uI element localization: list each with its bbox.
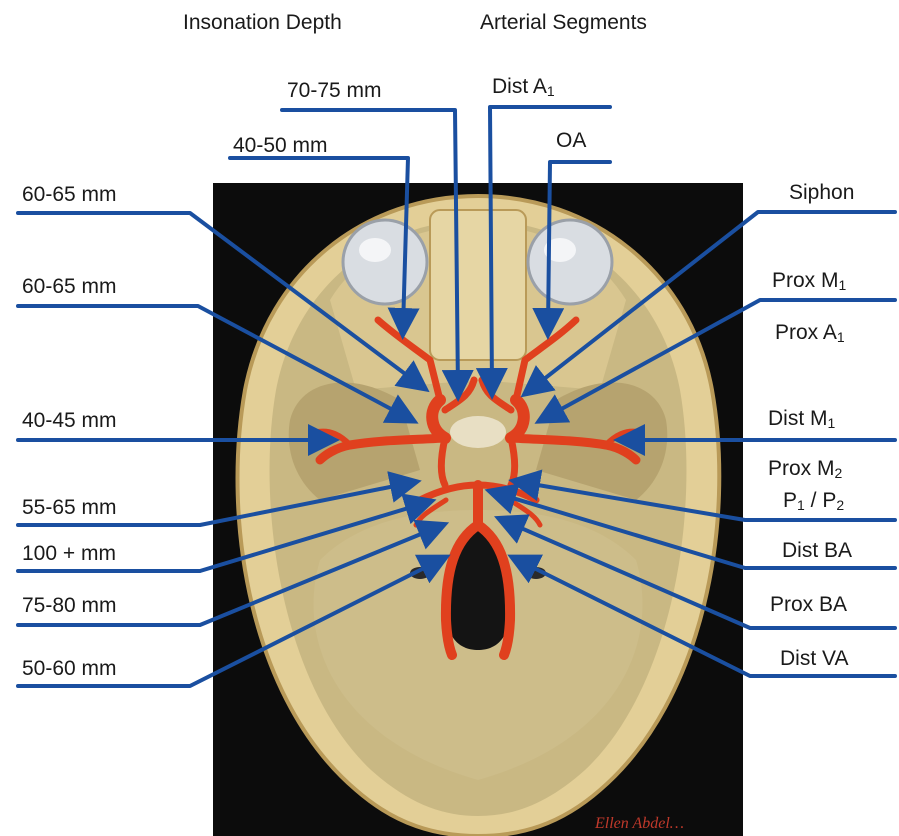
- segment-label-prox-a1: Prox A1: [775, 322, 845, 344]
- segment-label-p1-p2: P1 / P2: [783, 490, 844, 512]
- right-eyeball: [528, 220, 612, 304]
- header-insonation-depth: Insonation Depth: [183, 12, 342, 33]
- artist-signature: Ellen Abdel…: [594, 815, 684, 832]
- depth-label-50-60: 50-60 mm: [22, 658, 117, 679]
- depth-label-60-65-lower: 60-65 mm: [22, 276, 117, 297]
- segment-label-oa: OA: [556, 130, 586, 151]
- segment-label-dist-a1: Dist A1: [492, 76, 555, 98]
- crista-galli: [430, 210, 526, 360]
- segment-label-dist-m1: Dist M1: [768, 408, 835, 430]
- left-eyeball-highlight: [359, 238, 391, 262]
- segment-label-dist-ba: Dist BA: [782, 540, 852, 561]
- depth-label-40-45: 40-45 mm: [22, 410, 117, 431]
- segment-label-prox-ba: Prox BA: [770, 594, 847, 615]
- segment-label-prox-m2: Prox M2: [768, 458, 842, 480]
- depth-label-60-65-upper: 60-65 mm: [22, 184, 117, 205]
- depth-label-40-50: 40-50 mm: [233, 135, 328, 156]
- pcom-right: [511, 438, 515, 485]
- depth-label-75-80: 75-80 mm: [22, 595, 117, 616]
- segment-label-siphon: Siphon: [789, 182, 854, 203]
- depth-label-55-65: 55-65 mm: [22, 497, 117, 518]
- segment-label-dist-va: Dist VA: [780, 648, 848, 669]
- pcom-left: [441, 438, 445, 485]
- depth-label-70-75: 70-75 mm: [287, 80, 382, 101]
- segment-label-prox-m1: Prox M1: [772, 270, 846, 292]
- depth-label-100-plus: 100 + mm: [22, 543, 116, 564]
- sella-turcica: [450, 416, 506, 448]
- header-arterial-segments: Arterial Segments: [480, 12, 647, 33]
- left-eyeball: [343, 220, 427, 304]
